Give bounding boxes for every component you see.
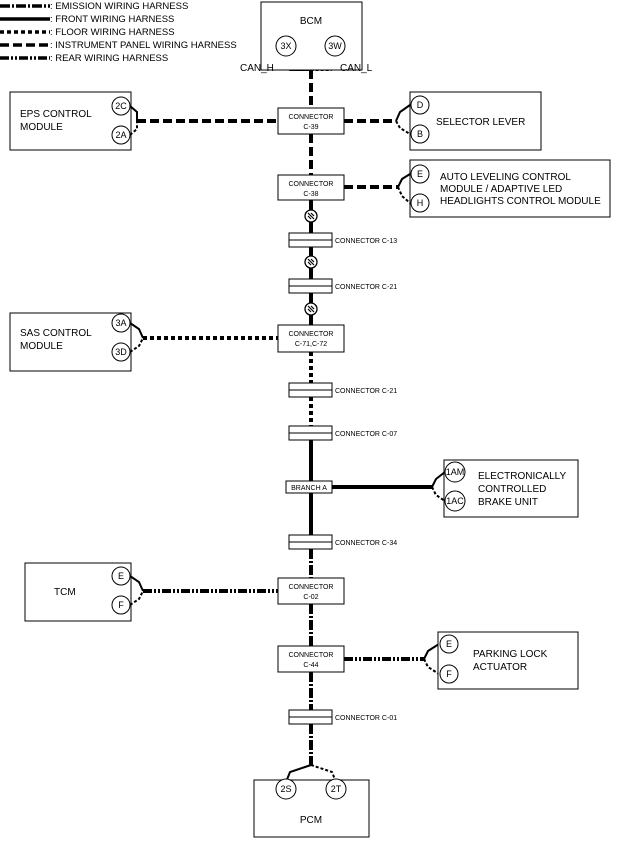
auto-leveling-line2: MODULE / ADAPTIVE LED [440, 184, 562, 195]
c44-line1: CONNECTOR [289, 652, 334, 659]
connector-c38: CONNECTOR C-38 [277, 174, 345, 201]
pcm-wires [285, 764, 337, 783]
connector-c34: CONNECTOR C-34 [288, 534, 397, 550]
c01-label: CONNECTOR C-01 [335, 715, 397, 722]
selector-wires [344, 104, 411, 135]
c13-label: CONNECTOR C-13 [335, 238, 397, 245]
bcm-pin-3w: 3W [328, 41, 342, 51]
sas-pin-3d: 3D [115, 347, 127, 357]
c02-line1: CONNECTOR [289, 584, 334, 591]
auto-leveling-module: AUTO LEVELING CONTROL MODULE / ADAPTIVE … [409, 159, 611, 218]
brake-line1: ELECTRONICALLY [478, 471, 567, 482]
sas-pin-3a: 3A [115, 318, 126, 328]
brake-unit-module: ELECTRONICALLY CONTROLLED BRAKE UNIT 1AM… [443, 459, 579, 518]
can-l-label: CAN_L [340, 63, 373, 74]
eps-pin-2a: 2A [115, 130, 126, 140]
eps-pin-2c: 2C [115, 101, 127, 111]
brake-line3: BRAKE UNIT [478, 497, 538, 508]
auto-leveling-wires [344, 173, 411, 204]
c39-line2: C-39 [303, 124, 318, 131]
pcm-pin-2t: 2T [331, 784, 342, 794]
legend: : EMISSION WIRING HARNESS : FRONT WIRING… [0, 1, 237, 64]
connector-c13: CONNECTOR C-13 [288, 232, 397, 248]
eps-control-module: EPS CONTROL MODULE 2C 2A [9, 91, 132, 151]
sas-control-module: SAS CONTROL MODULE 3A 3D [9, 312, 132, 372]
connector-c01: CONNECTOR C-01 [288, 709, 397, 725]
connector-c02: CONNECTOR C-02 [277, 577, 345, 605]
parking-wires [344, 643, 440, 675]
bcm-module: BCM 3X 3W [260, 1, 363, 71]
parking-lock-actuator-module: PARKING LOCK ACTUATOR E F [437, 631, 579, 690]
c38-line1: CONNECTOR [289, 181, 334, 188]
eps-label-line2: MODULE [20, 122, 63, 133]
c71-line1: CONNECTOR [289, 331, 334, 338]
selector-pin-b: B [417, 129, 423, 139]
legend-instrument: : INSTRUMENT PANEL WIRING HARNESS [50, 40, 237, 51]
branch-a: BRANCH A [285, 480, 333, 494]
legend-rear: : REAR WIRING HARNESS [50, 53, 168, 64]
bcm-pin-3x: 3X [280, 41, 291, 51]
sas-label-line1: SAS CONTROL [20, 328, 92, 339]
auto-leveling-pin-h: H [417, 198, 424, 208]
parking-pin-f: F [446, 669, 452, 679]
twisted-pair-icon [304, 302, 318, 316]
twisted-pair-icon [304, 255, 318, 269]
c71-line2: C-71,C-72 [295, 341, 327, 348]
eps-wires [129, 105, 278, 136]
branch-a-label: BRANCH A [291, 485, 327, 492]
connector-c44: CONNECTOR C-44 [277, 645, 345, 673]
brake-pin-1am: 1AM [446, 467, 465, 477]
c34-label: CONNECTOR C-34 [335, 540, 397, 547]
auto-leveling-pin-e: E [417, 169, 423, 179]
pcm-label: PCM [300, 815, 322, 826]
connector-c39: CONNECTOR C-39 [277, 107, 345, 135]
tcm-pin-e: E [118, 571, 124, 581]
connector-c07: CONNECTOR C-07 [288, 425, 397, 441]
connector-c21-upper: CONNECTOR C-21 [288, 278, 397, 294]
selector-pin-d: D [417, 100, 424, 110]
parking-line2: ACTUATOR [473, 662, 527, 673]
pcm-module: PCM 2S 2T [253, 778, 370, 838]
c39-line1: CONNECTOR [289, 114, 334, 121]
sas-label-line2: MODULE [20, 341, 63, 352]
brake-pin-1ac: 1AC [446, 496, 464, 506]
c21b-label: CONNECTOR C-21 [335, 388, 397, 395]
brake-wires [332, 471, 446, 502]
brake-line2: CONTROLLED [478, 484, 546, 495]
selector-lever-module: SELECTOR LEVER D B [409, 91, 542, 151]
bcm-label: BCM [300, 16, 322, 27]
connector-c21-lower: CONNECTOR C-21 [288, 382, 397, 398]
tcm-pin-f: F [118, 600, 124, 610]
c21a-label: CONNECTOR C-21 [335, 284, 397, 291]
pcm-pin-2s: 2S [280, 784, 291, 794]
selector-label: SELECTOR LEVER [436, 117, 525, 128]
eps-label-line1: EPS CONTROL [20, 109, 92, 120]
parking-pin-e: E [446, 639, 452, 649]
legend-front: : FRONT WIRING HARNESS [50, 14, 174, 25]
legend-floor: : FLOOR WIRING HARNESS [50, 27, 175, 38]
auto-leveling-line1: AUTO LEVELING CONTROL [440, 172, 571, 183]
twisted-pair-icon [304, 209, 318, 223]
tcm-module: TCM E F [24, 562, 132, 622]
c38-line2: C-38 [303, 191, 318, 198]
c07-label: CONNECTOR C-07 [335, 431, 397, 438]
sas-wires [129, 322, 278, 353]
c02-line2: C-02 [303, 594, 318, 601]
tcm-label: TCM [54, 587, 76, 598]
can-h-label: CAN_H [240, 63, 274, 74]
c44-line2: C-44 [303, 662, 318, 669]
parking-line1: PARKING LOCK [473, 649, 548, 660]
auto-leveling-line3: HEADLIGHTS CONTROL MODULE [440, 196, 601, 207]
legend-emission: : EMISSION WIRING HARNESS [50, 1, 188, 12]
connector-c71-c72: CONNECTOR C-71,C-72 [277, 324, 345, 353]
tcm-wires [129, 575, 278, 606]
